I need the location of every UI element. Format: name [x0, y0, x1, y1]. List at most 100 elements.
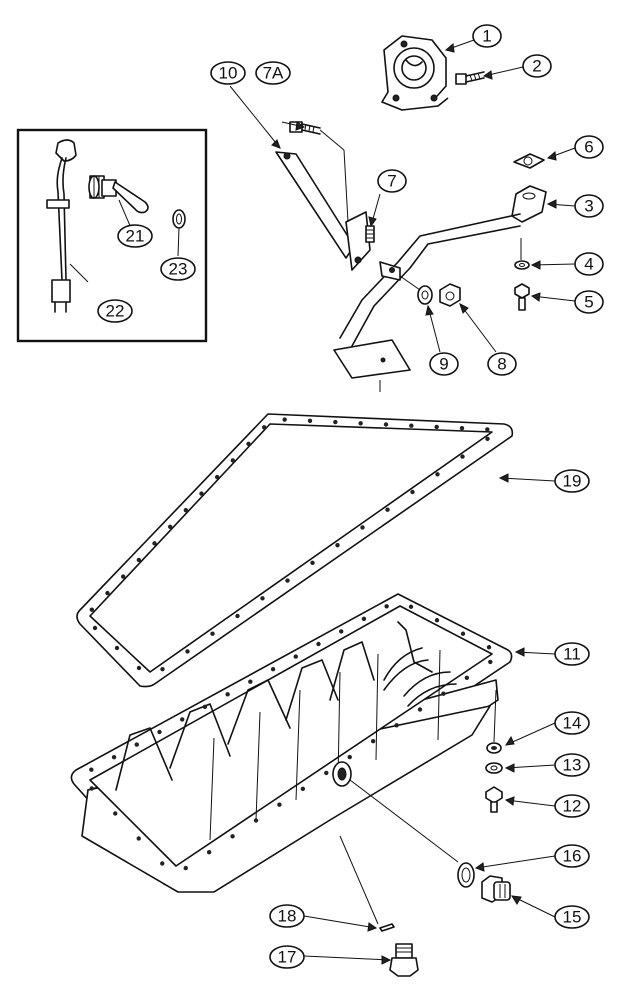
bolt-7a [289, 121, 321, 135]
bolt-hole [261, 425, 267, 430]
svg-text:5: 5 [584, 293, 593, 312]
svg-text:17: 17 [278, 948, 297, 967]
bolt-hole [230, 458, 236, 463]
sealing-washer [172, 209, 186, 257]
svg-text:12: 12 [563, 797, 582, 816]
bolt-hole [358, 421, 363, 426]
dipstick-sensor [46, 139, 89, 313]
leader-lines [229, 39, 576, 965]
svg-text:7A: 7A [263, 64, 284, 83]
callout-23: 23 [160, 257, 196, 281]
bolt-hole [111, 754, 117, 760]
bolt-hole [92, 625, 98, 631]
bolt-hole [310, 560, 315, 566]
oil-level-sender [88, 175, 149, 229]
svg-text:4: 4 [584, 255, 593, 274]
bolt-hole [464, 675, 470, 680]
bolt-hole [417, 707, 423, 712]
bolt-hole [105, 590, 110, 596]
pin-18 [379, 923, 395, 932]
capscrew-5 [514, 283, 530, 311]
bolt-hole [410, 489, 415, 495]
bolt-hole [459, 425, 465, 431]
bolt-hole [199, 491, 204, 496]
svg-text:14: 14 [563, 714, 582, 733]
bolt-hole [485, 427, 490, 432]
bolt-hole [89, 607, 95, 612]
oil-pan [70, 593, 513, 893]
callout-13: 13 [554, 753, 590, 777]
bolt-hole [434, 424, 439, 430]
bolt-hole [167, 524, 173, 529]
bolt-hole [383, 422, 389, 427]
callout-18: 18 [269, 904, 305, 928]
inset-box: 21 22 23 [16, 128, 208, 343]
svg-text:1: 1 [482, 27, 491, 46]
callout-2: 2 [522, 54, 552, 78]
bolt-hole [485, 436, 490, 442]
oil-pickup-tube [333, 185, 547, 392]
bolt-hole [253, 818, 259, 823]
svg-text:8: 8 [497, 355, 506, 374]
svg-text:22: 22 [106, 302, 125, 321]
bolt-hole [202, 704, 208, 710]
bolt-hole [293, 654, 298, 659]
support-bracket [275, 151, 401, 281]
washer-13 [485, 762, 503, 774]
capscrew-12 [485, 786, 503, 813]
callout-22: 22 [97, 299, 133, 323]
bolt-hole [347, 754, 352, 760]
callout-7: 7 [377, 169, 407, 193]
bolt-hole [282, 417, 287, 422]
bolt-hole [180, 717, 185, 722]
callout-9: 9 [429, 352, 459, 376]
svg-text:23: 23 [169, 260, 188, 279]
bolt-hole [246, 441, 251, 447]
bolt-hole [134, 742, 139, 747]
bolt-hole [486, 645, 492, 650]
bolt-hole [307, 418, 313, 424]
bolt-hole [185, 649, 190, 654]
callout-16: 16 [554, 844, 590, 868]
callout-1: 1 [472, 24, 502, 48]
bolt-hole [270, 666, 276, 672]
bolt-hole [324, 770, 329, 776]
fitting-17 [389, 943, 419, 977]
svg-text:21: 21 [126, 227, 145, 246]
seal-ring-16 [457, 862, 475, 888]
bolt-hole [160, 666, 165, 672]
washer-14 [486, 742, 502, 754]
bolt-hole [157, 729, 162, 735]
lock-washer-4 [514, 260, 530, 270]
bolt-hole [183, 865, 188, 871]
svg-text:18: 18 [278, 907, 297, 926]
bolt-hole [136, 665, 142, 671]
bolt-hole [230, 834, 235, 839]
callout-6: 6 [574, 135, 604, 159]
bolt-hole [339, 629, 344, 634]
bolt-hole [214, 474, 220, 480]
bolt-hole [408, 604, 414, 609]
bolt-hole [335, 542, 340, 548]
oil-pan-gasket [76, 413, 514, 688]
bolt-hole [384, 604, 389, 609]
callout-21: 21 [117, 224, 153, 248]
drain-plug-15 [481, 875, 511, 903]
callout-17: 17 [269, 945, 305, 969]
svg-text:16: 16 [563, 847, 582, 866]
svg-text:7: 7 [387, 172, 396, 191]
callout-11: 11 [554, 642, 590, 666]
bolt-hole [385, 507, 390, 512]
bolt-hole [333, 419, 338, 425]
callout-15: 15 [554, 905, 590, 929]
bolt-hole [361, 616, 367, 622]
bolt-hole [160, 861, 165, 866]
bolt-hole [136, 557, 142, 563]
bolt-hole [89, 786, 94, 791]
callout-5: 5 [574, 290, 604, 314]
svg-text:3: 3 [584, 197, 593, 216]
pump-bolt [455, 71, 485, 85]
bolt-hole [210, 631, 215, 636]
svg-text:13: 13 [563, 756, 582, 775]
